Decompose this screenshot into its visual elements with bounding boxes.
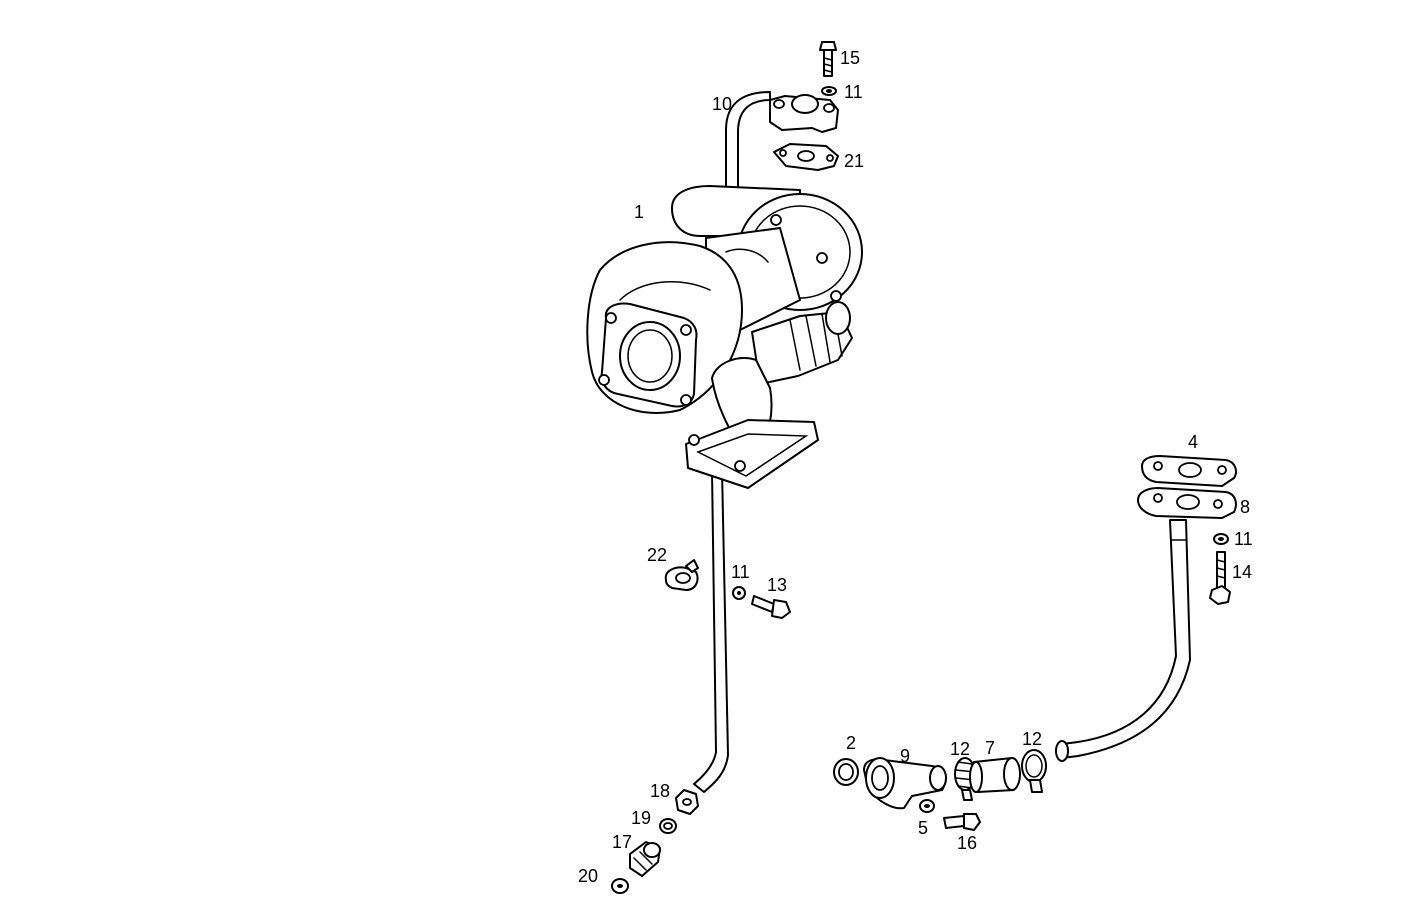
label-part-12-right: 12: [1022, 729, 1042, 749]
hose-clamp-12-right: [1021, 749, 1047, 793]
ring-19: [659, 818, 677, 834]
label-part-17: 17: [612, 832, 632, 852]
hose-7: [969, 757, 1021, 793]
label-part-5: 5: [918, 818, 928, 838]
flange-8: [1137, 487, 1237, 519]
washer-11-mid: [732, 586, 746, 600]
gasket-21: [773, 143, 839, 171]
label-part-22: 22: [647, 545, 667, 565]
label-part-7: 7: [985, 738, 995, 758]
label-part-9: 9: [900, 746, 910, 766]
label-part-20: 20: [578, 866, 598, 886]
elbow-9: [863, 757, 947, 810]
label-part-21: 21: [844, 151, 864, 171]
label-part-11-top: 11: [844, 82, 863, 102]
label-part-14: 14: [1232, 562, 1252, 582]
label-part-11-mid: 11: [731, 562, 750, 582]
label-part-1: 1: [634, 202, 644, 222]
label-part-13: 13: [767, 575, 787, 595]
gasket-4: [1141, 455, 1237, 487]
washer-5: [919, 799, 935, 813]
turbocharger-1: [586, 185, 863, 489]
return-pipe-end: [1055, 740, 1069, 762]
union-17: [629, 841, 661, 877]
bolt-13: [751, 595, 791, 619]
label-part-4: 4: [1188, 432, 1198, 452]
bolt-16: [943, 813, 981, 831]
bolt-14: [1209, 551, 1231, 605]
nut-18: [675, 789, 699, 815]
oil-pipe-top-flange: [769, 94, 839, 133]
label-part-8: 8: [1240, 497, 1250, 517]
clip-22: [664, 559, 699, 591]
bolt-15: [819, 41, 837, 77]
label-part-16: 16: [957, 833, 977, 853]
washer-11-right: [1213, 533, 1229, 545]
seal-ring-2: [833, 758, 859, 786]
label-part-19: 19: [631, 808, 651, 828]
oil-feed-pipe: [693, 91, 771, 793]
washer-11-top: [821, 86, 837, 96]
label-part-10: 10: [712, 94, 732, 114]
washer-20: [611, 878, 629, 894]
label-part-11-right: 11: [1234, 529, 1253, 549]
oil-return-pipe: [1061, 519, 1191, 759]
label-part-2: 2: [846, 733, 856, 753]
label-part-12-left: 12: [950, 739, 970, 759]
label-part-18: 18: [650, 781, 670, 801]
label-part-15: 15: [840, 48, 860, 68]
